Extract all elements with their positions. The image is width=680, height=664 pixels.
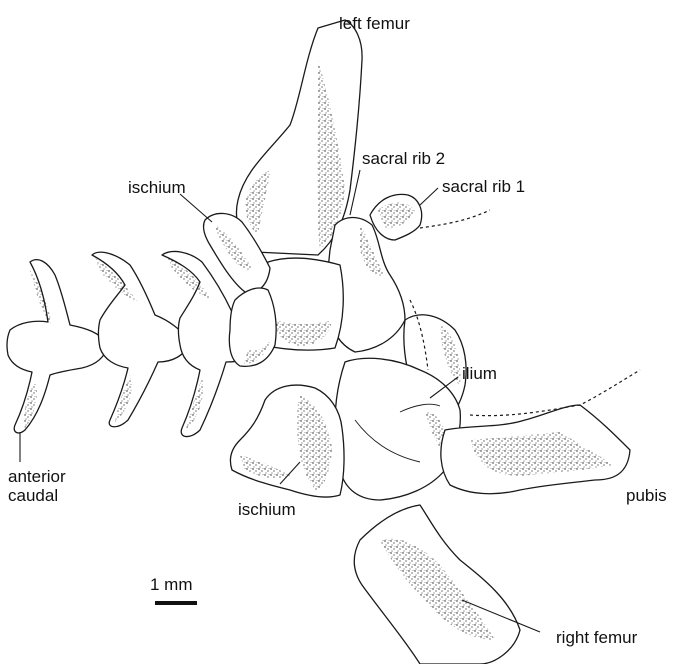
label-left-femur: left femur	[339, 14, 410, 34]
label-ischium-bottom: ischium	[238, 500, 296, 520]
label-anterior: anterior	[8, 467, 66, 487]
leader-ischium-top	[180, 194, 212, 222]
ischium-bottom-bone	[230, 385, 344, 497]
sacral-rib-1-bone	[370, 194, 490, 240]
label-sacral-rib-1: sacral rib 1	[442, 177, 525, 197]
scale-bar-label: 1 mm	[150, 575, 193, 595]
label-caudal: caudal	[8, 486, 58, 506]
label-sacral-rib-2: sacral rib 2	[362, 149, 445, 169]
leader-sacral-rib-1	[420, 188, 438, 205]
label-ischium-top: ischium	[128, 178, 186, 198]
label-right-femur: right femur	[556, 628, 637, 648]
pubis-bone	[441, 370, 640, 494]
label-pubis: pubis	[626, 486, 667, 506]
label-ilium: ilium	[462, 364, 497, 384]
right-femur-bone	[354, 505, 520, 664]
